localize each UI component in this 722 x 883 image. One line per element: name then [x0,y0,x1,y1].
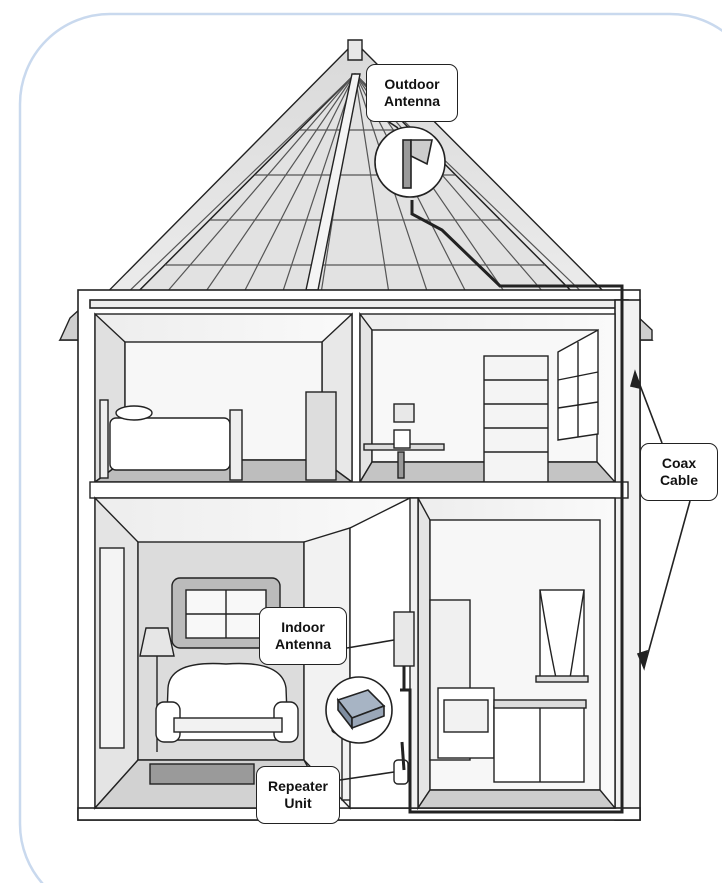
coax-arrow-lower [644,501,690,668]
wall-outlet [394,760,408,784]
label-outdoor-antenna-line1: Outdoor [384,76,439,93]
outdoor-antenna-magnifier [375,127,445,197]
label-indoor-antenna-line1: Indoor [281,619,325,636]
repeater-magnifier [326,677,392,743]
floor-slab [90,482,628,498]
label-coax-cable-line1: Coax [662,455,696,472]
kitchen-window [536,590,588,682]
label-indoor-antenna-line2: Antenna [275,636,331,653]
label-repeater-unit: Repeater Unit [256,766,340,824]
indoor-antenna [394,612,414,666]
label-outdoor-antenna: Outdoor Antenna [366,64,458,122]
label-repeater-unit-line1: Repeater [268,778,328,795]
label-coax-cable-line2: Cable [660,472,698,489]
bookshelf [484,356,548,482]
rug [150,764,254,784]
label-outdoor-antenna-line2: Antenna [384,93,440,110]
label-indoor-antenna: Indoor Antenna [259,607,347,665]
sofa [156,664,298,743]
label-repeater-unit-line2: Unit [284,795,311,812]
label-coax-cable: Coax Cable [640,443,718,501]
